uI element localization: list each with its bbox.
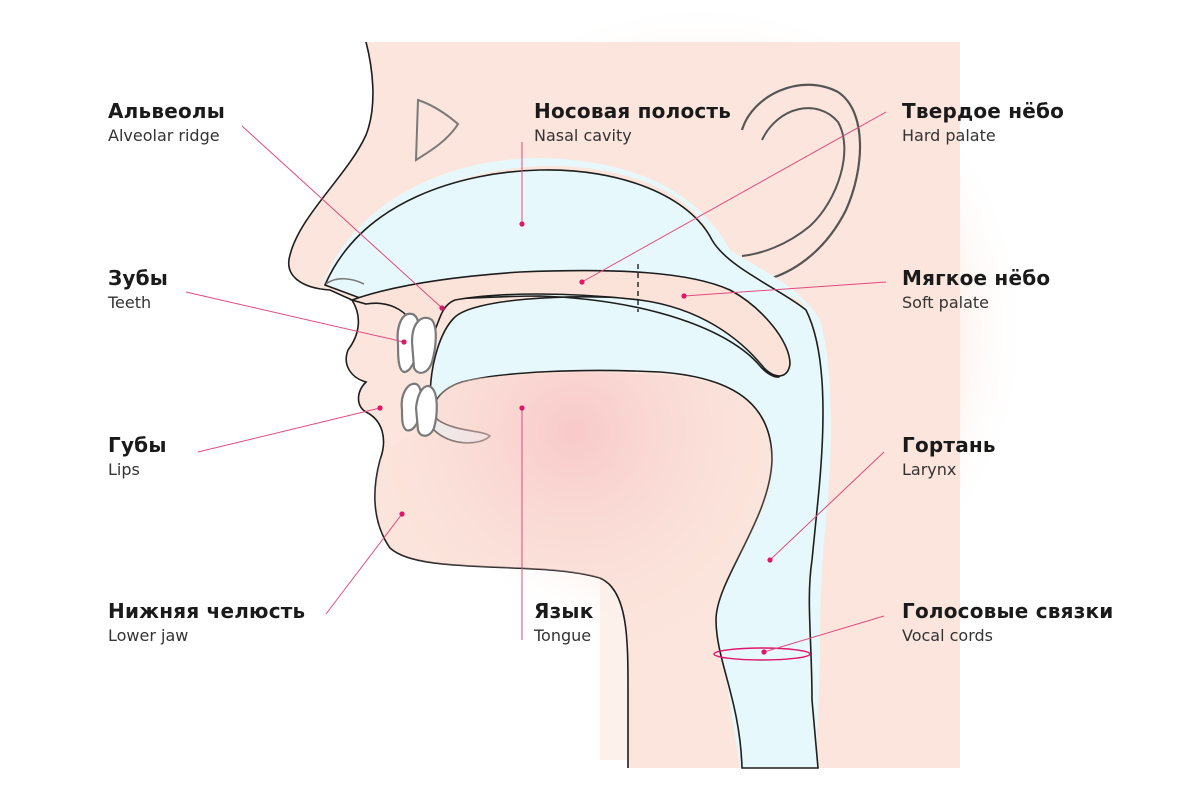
label-ru: Носовая полость [534, 99, 732, 123]
label-ru: Голосовые связки [902, 599, 1114, 623]
label-ru: Твердое нёбо [902, 99, 1065, 123]
label-lips: Губы Lips [108, 435, 167, 478]
label-ru: Нижняя челюсть [108, 599, 306, 623]
palate [349, 269, 791, 377]
label-ru: Зубы [108, 266, 169, 290]
label-en: Nasal cavity [534, 126, 632, 145]
dot-markers [377, 221, 773, 655]
ear-inner [741, 107, 846, 257]
label-vocal-cords: Голосовые связки Vocal cords [902, 601, 1114, 644]
label-soft-palate: Мягкое нёбо Soft palate [902, 268, 1050, 311]
label-ru: Мягкое нёбо [902, 266, 1051, 290]
label-ru: Альвеолы [108, 99, 226, 123]
upper-tooth-back [410, 316, 437, 374]
label-en: Tongue [534, 626, 592, 645]
dot-lips [377, 405, 383, 411]
leader-hard-palate [581, 111, 887, 283]
label-larynx: Гортань Larynx [902, 435, 996, 478]
dot-nasal-cavity [519, 221, 525, 227]
label-alveolar-ridge: Альвеолы Alveolar ridge [108, 101, 225, 144]
dot-hard-palate [579, 279, 585, 285]
upper-lip-detail [325, 277, 365, 285]
label-ru: Гортань [902, 433, 996, 457]
label-en: Alveolar ridge [108, 126, 220, 145]
lower-tooth-back [414, 384, 438, 437]
label-en: Lips [108, 460, 140, 479]
label-nasal-cavity: Носовая полость Nasal cavity [534, 101, 731, 144]
nostril [414, 98, 460, 162]
dot-vocal-cords [761, 649, 767, 655]
label-ru: Губы [108, 433, 167, 457]
leader-vocal-cords [763, 615, 885, 653]
teeth-group [396, 312, 438, 437]
ear [740, 83, 862, 280]
label-teeth: Зубы Teeth [108, 268, 168, 311]
label-ru: Язык [534, 599, 594, 623]
vocal-cords-ring [713, 647, 811, 661]
label-en: Lower jaw [108, 626, 189, 645]
face-outline [288, 41, 629, 768]
label-tongue: Язык Tongue [534, 601, 593, 644]
leader-lips [197, 407, 381, 453]
dot-alveolar-ridge [439, 305, 445, 311]
leader-soft-palate [683, 281, 887, 297]
dot-lower-jaw [399, 511, 405, 517]
label-en: Larynx [902, 460, 957, 479]
label-en: Vocal cords [902, 626, 993, 645]
leader-larynx [769, 451, 885, 561]
tongue-body [374, 372, 774, 768]
leader-lines [185, 111, 887, 653]
label-en: Hard palate [902, 126, 996, 145]
label-lower-jaw: Нижняя челюсть Lower jaw [108, 601, 305, 644]
label-en: Soft palate [902, 293, 989, 312]
dot-tongue [519, 405, 525, 411]
dot-teeth [401, 339, 407, 345]
dot-soft-palate [681, 293, 687, 299]
dot-larynx [767, 557, 773, 563]
leader-lower-jaw [325, 513, 403, 615]
label-hard-palate: Твердое нёбо Hard palate [902, 101, 1064, 144]
label-en: Teeth [108, 293, 152, 312]
leader-alveolar-ridge [241, 125, 443, 309]
leader-teeth [185, 291, 405, 343]
